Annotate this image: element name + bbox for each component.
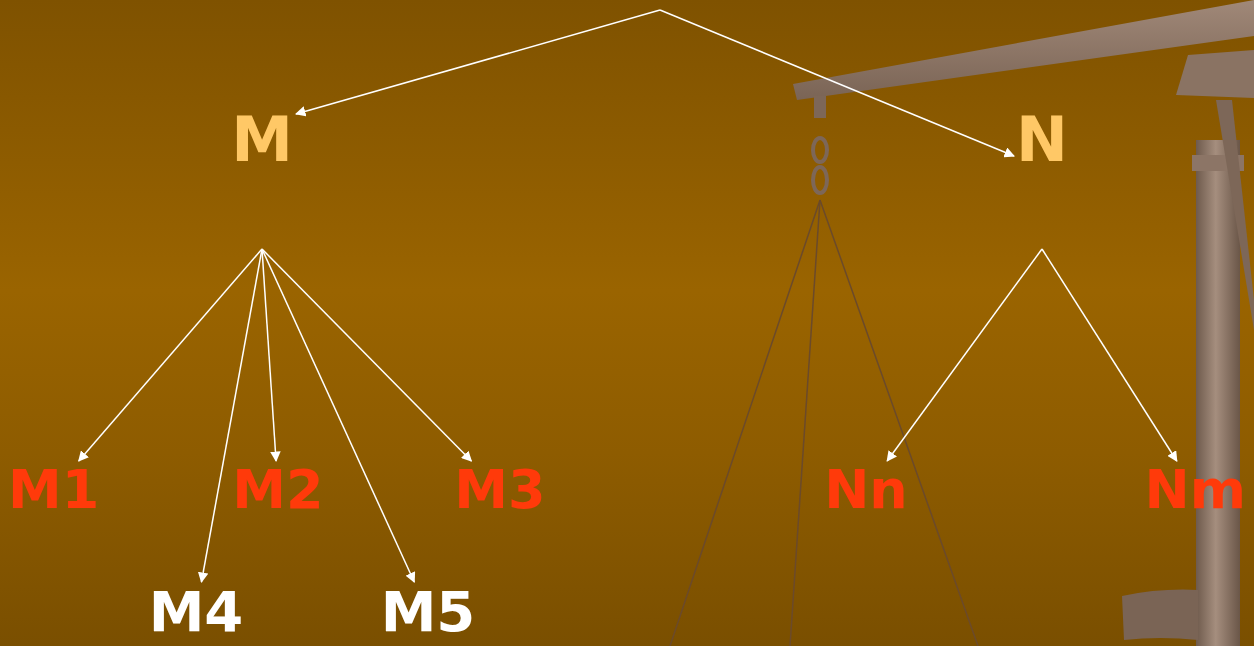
post-foot xyxy=(1122,590,1198,640)
tree-arrow xyxy=(201,249,262,582)
child-node: M2 xyxy=(228,461,327,519)
node-label: N xyxy=(1016,109,1068,171)
node-label: Nm xyxy=(1145,463,1246,517)
tree-arrow xyxy=(887,249,1042,461)
tree-arrow xyxy=(262,249,276,461)
node-label: Nn xyxy=(824,463,908,517)
node-label: M1 xyxy=(8,463,99,517)
scale-hook xyxy=(813,96,827,193)
child-node: M4 xyxy=(145,582,248,642)
tree-arrow xyxy=(262,249,414,582)
tree-arrow xyxy=(262,249,471,461)
child-node: Nn xyxy=(820,461,912,519)
root-branches xyxy=(296,10,1014,156)
scale-beam xyxy=(793,0,1254,100)
post-cap xyxy=(1176,50,1254,98)
scale-post xyxy=(1196,140,1240,646)
scale-strings xyxy=(670,200,978,646)
child-node: Nm xyxy=(1141,461,1250,519)
child-node: M3 xyxy=(450,461,549,519)
tree-arrow xyxy=(79,249,262,461)
node-label: M2 xyxy=(232,463,323,517)
node-label: M4 xyxy=(149,584,244,640)
post-arm xyxy=(1216,100,1254,330)
node-label: M3 xyxy=(454,463,545,517)
parent-node: M xyxy=(227,107,297,249)
child-node: M1 xyxy=(4,461,103,519)
node-label: M xyxy=(231,109,293,171)
node-label: M5 xyxy=(381,584,476,640)
child-node: M5 xyxy=(377,582,480,642)
tree-arrow xyxy=(1042,249,1177,461)
parent-node: N xyxy=(1012,107,1072,249)
